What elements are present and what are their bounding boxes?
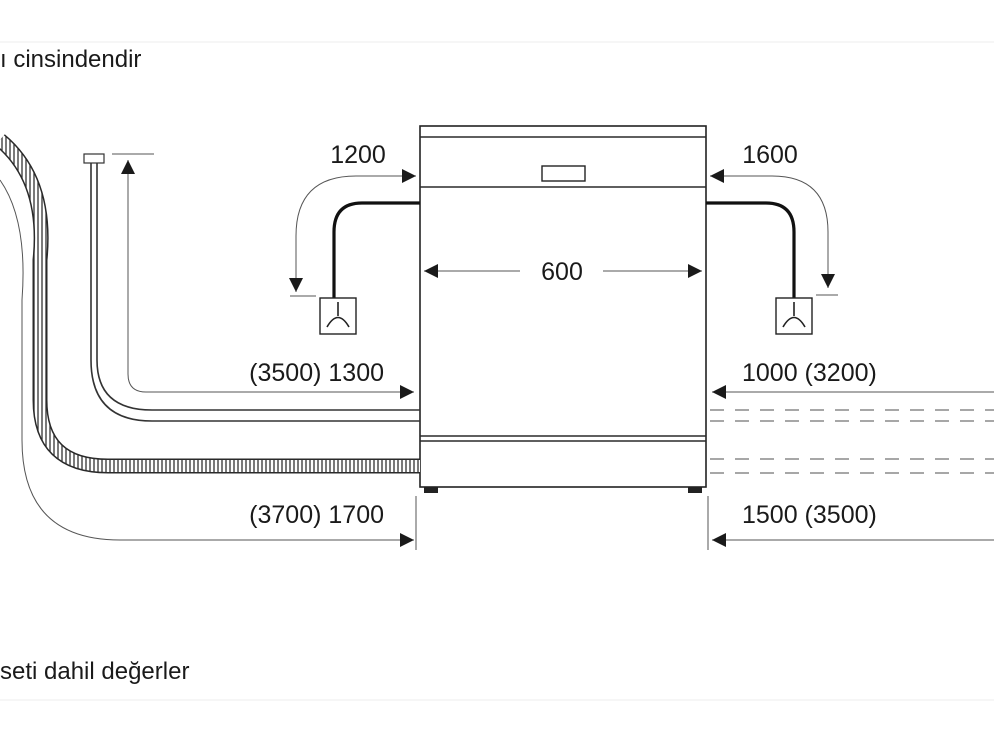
power-right-label: 1500 (3500)	[742, 501, 877, 529]
foot-left	[424, 487, 438, 493]
corrugated-drain-hose-outline	[0, 134, 420, 474]
corrugated-drain-hose	[0, 135, 420, 472]
door-handle-icon	[541, 165, 586, 182]
drain-left-arrow	[289, 169, 416, 297]
accessory-note: seti dahil değerler	[0, 658, 190, 685]
drain-right-label: 1600	[742, 141, 798, 169]
water-right-label: 1000 (3200)	[742, 359, 877, 387]
drain-right-arrow	[710, 169, 838, 296]
drain-hose-left	[332, 201, 420, 298]
siphon-right-icon	[775, 297, 813, 335]
drain-left-label: 1200	[330, 141, 386, 169]
drain-hose-right	[706, 201, 796, 298]
hose-continuation-right	[710, 409, 994, 474]
width-label: 600	[541, 258, 583, 286]
foot-right	[688, 487, 702, 493]
siphon-left-icon	[319, 297, 357, 335]
power-cable-left	[0, 179, 414, 547]
water-left-arrow	[112, 153, 414, 399]
water-inlet-hose	[83, 153, 420, 422]
power-left-label: (3700) 1700	[249, 501, 384, 529]
water-left-label: (3500) 1300	[249, 359, 384, 387]
units-note: ı cinsindendir	[0, 46, 142, 73]
dishwasher-outline	[419, 125, 707, 493]
